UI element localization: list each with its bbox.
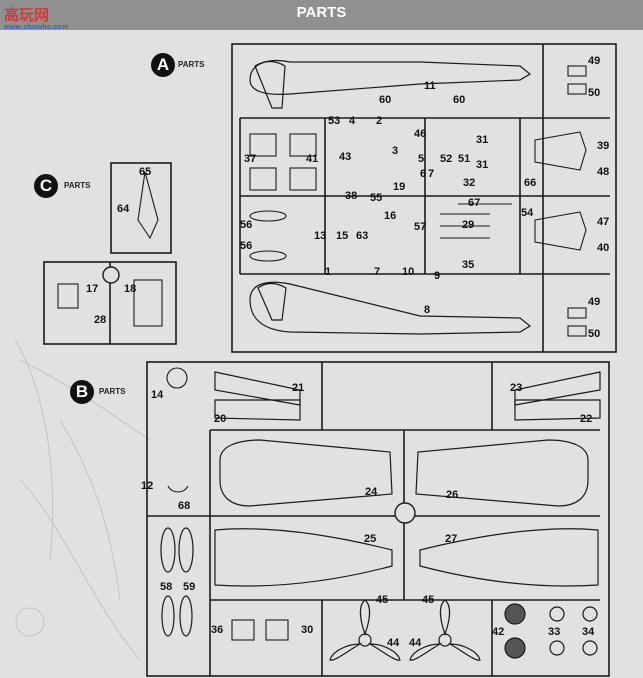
part-number: 68 — [178, 500, 191, 512]
sprue-a-badge: A — [151, 53, 175, 77]
part-number: 24 — [365, 486, 378, 498]
part-number: 36 — [211, 624, 224, 636]
part-number: 27 — [445, 533, 458, 545]
part-number: 18 — [124, 283, 137, 295]
sprue-b-badge: B — [70, 380, 94, 404]
part-number: 2 — [376, 115, 383, 127]
sprue-c-badge: C — [34, 174, 58, 198]
part-number: 30 — [301, 624, 314, 636]
background-sketch — [14, 339, 151, 661]
part-number: 44 — [387, 637, 400, 649]
part-number: 31 — [476, 134, 489, 146]
part-number: 59 — [183, 581, 196, 593]
part-number: 47 — [597, 216, 610, 228]
part-number: 16 — [384, 210, 397, 222]
sprue-a-label: PARTS — [178, 60, 205, 69]
part-number: 8 — [424, 304, 431, 316]
part-number: 49 — [588, 55, 601, 67]
part-number: 64 — [117, 203, 130, 215]
part-number: 41 — [306, 153, 319, 165]
part-number: 26 — [446, 489, 459, 501]
part-number: 5 — [418, 153, 425, 165]
gate-circles — [102, 266, 416, 524]
part-number: 44 — [409, 637, 422, 649]
part-number: 58 — [160, 581, 173, 593]
sprue-c-label: PARTS — [64, 181, 91, 190]
bomb-shapes — [160, 527, 194, 637]
sprue-b-label: PARTS — [99, 387, 126, 396]
propeller-shapes — [329, 599, 481, 661]
part-number: 49 — [588, 296, 601, 308]
watermark-url: www.showhs.com — [4, 24, 69, 31]
part-number: 60 — [453, 94, 466, 106]
part-number: 45 — [376, 594, 389, 606]
part-number: 6 — [420, 168, 427, 180]
part-number: 37 — [244, 153, 257, 165]
part-number: 50 — [588, 87, 601, 99]
part-number: 28 — [94, 314, 107, 326]
part-number: 38 — [345, 190, 358, 202]
part-number: 54 — [521, 207, 534, 219]
part-number: 67 — [468, 197, 481, 209]
part-number: 31 — [476, 159, 489, 171]
part-number: 57 — [414, 221, 427, 233]
part-number: 13 — [314, 230, 327, 242]
part-number: 14 — [151, 389, 164, 401]
part-number: 42 — [492, 626, 505, 638]
part-number: 4 — [349, 115, 356, 127]
part-number: 56 — [240, 240, 253, 252]
part-number: 56 — [240, 219, 253, 231]
part-number: 23 — [510, 382, 523, 394]
part-number: 20 — [214, 413, 227, 425]
part-number: 25 — [364, 533, 377, 545]
part-number: 48 — [597, 166, 610, 178]
page-title: PARTS — [296, 4, 347, 21]
part-number: 22 — [580, 413, 593, 425]
part-number: 46 — [414, 128, 427, 140]
part-number: 7 — [374, 266, 381, 278]
part-number: 40 — [597, 242, 610, 254]
part-number: 19 — [393, 181, 406, 193]
part-number: 35 — [462, 259, 475, 271]
part-number: 32 — [463, 177, 476, 189]
part-number: 39 — [597, 140, 610, 152]
part-number: 43 — [339, 151, 352, 163]
part-number: 10 — [402, 266, 415, 278]
part-number: 7 — [428, 168, 435, 180]
part-number: 21 — [292, 382, 305, 394]
wheel-shapes — [504, 603, 598, 659]
part-number: 29 — [462, 219, 475, 231]
header-bar — [0, 0, 643, 30]
part-number: 53 — [328, 115, 341, 127]
small-part-shapes — [57, 65, 587, 641]
watermark-logo: 高玩网 — [4, 7, 50, 24]
part-number: 12 — [141, 480, 154, 492]
part-number: 50 — [588, 328, 601, 340]
part-number: 60 — [379, 94, 392, 106]
part-number: 63 — [356, 230, 369, 242]
sprue-frames — [43, 43, 617, 677]
part-number: 52 — [440, 153, 453, 165]
part-number: 17 — [86, 283, 99, 295]
part-number: 65 — [139, 166, 152, 178]
part-number: 34 — [582, 626, 595, 638]
part-number: 51 — [458, 153, 471, 165]
part-number: 55 — [370, 192, 383, 204]
fuselage-shapes — [249, 59, 532, 335]
part-number: 1 — [325, 266, 332, 278]
part-number: 33 — [548, 626, 561, 638]
wing-shapes — [214, 371, 601, 587]
part-number: 3 — [392, 145, 399, 157]
part-number: 45 — [422, 594, 435, 606]
part-number: 66 — [524, 177, 537, 189]
part-number: 9 — [434, 270, 441, 282]
part-number: 11 — [424, 80, 436, 92]
part-number: 15 — [336, 230, 349, 242]
